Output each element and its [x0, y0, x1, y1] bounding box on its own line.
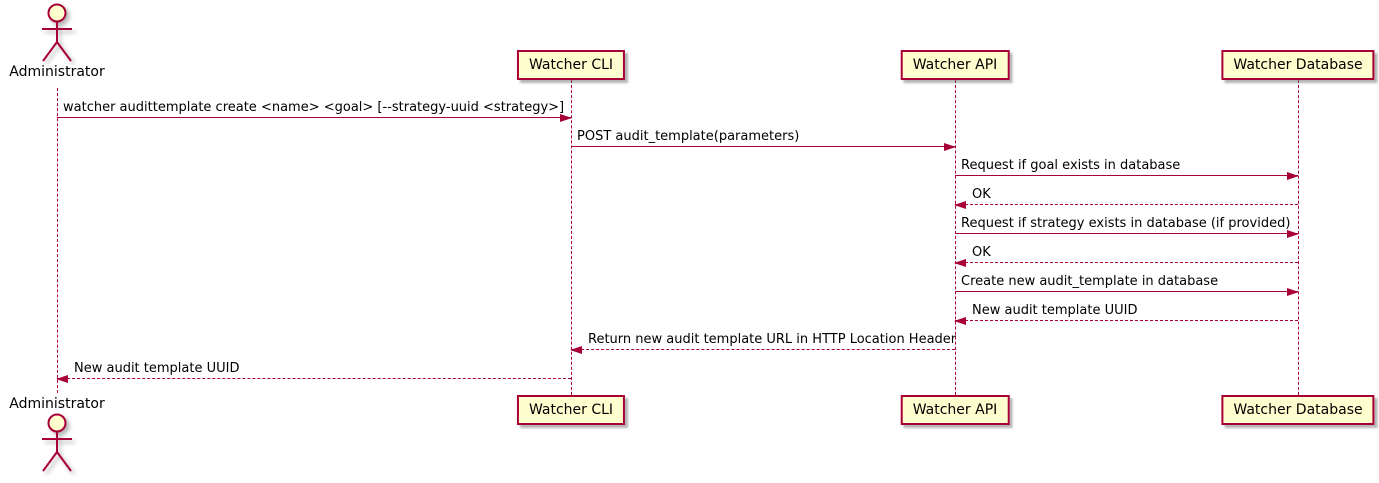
arrowhead-right-icon [1287, 288, 1299, 296]
participant-watcher-api-bottom: Watcher API [900, 395, 1010, 425]
message-label: Create new audit_template in database [961, 274, 1219, 289]
message-post-audit-template: POST audit_template(parameters) [571, 125, 956, 151]
actor-administrator-bottom: Administrator [9, 396, 105, 474]
actor-label: Administrator [9, 64, 105, 80]
actor-icon [42, 413, 72, 472]
participant-watcher-cli-top: Watcher CLI [516, 50, 626, 80]
message-line [571, 146, 955, 147]
arrowhead-left-icon [954, 201, 966, 209]
message-label: POST audit_template(parameters) [577, 129, 800, 144]
arrowhead-right-icon [1287, 172, 1299, 180]
arrowhead-right-icon [560, 114, 572, 122]
message-label: New audit template UUID [972, 303, 1138, 318]
message-line [955, 262, 1298, 263]
arrowhead-left-icon [954, 317, 966, 325]
actor-administrator-top: Administrator [9, 2, 105, 80]
participant-watcher-database-bottom: Watcher Database [1221, 395, 1375, 425]
lifeline-watcher-api [955, 80, 956, 395]
message-new-audit-template-uuid-admin: New audit template UUID [56, 357, 571, 383]
message-line [955, 291, 1298, 292]
lifeline-watcher-cli [571, 80, 572, 395]
actor-label: Administrator [9, 396, 105, 412]
message-label: Return new audit template URL in HTTP Lo… [588, 332, 957, 347]
message-line [955, 175, 1298, 176]
message-request-goal-exists: Request if goal exists in database [955, 154, 1299, 180]
message-line [955, 204, 1298, 205]
message-ok-goal: OK [954, 183, 1298, 209]
arrowhead-left-icon [954, 259, 966, 267]
message-ok-strategy: OK [954, 241, 1298, 267]
participant-watcher-cli-bottom: Watcher CLI [516, 395, 626, 425]
message-create-audittemplate: watcher audittemplate create <name> <goa… [57, 96, 572, 122]
message-label: OK [972, 187, 991, 202]
message-line [57, 378, 571, 379]
message-label: Request if goal exists in database [961, 158, 1181, 173]
participant-watcher-api-top: Watcher API [900, 50, 1010, 80]
message-request-strategy-exists: Request if strategy exists in database (… [955, 212, 1299, 238]
message-line [955, 320, 1298, 321]
actor-icon [42, 3, 72, 62]
message-return-url-location-header: Return new audit template URL in HTTP Lo… [570, 328, 957, 354]
message-label: watcher audittemplate create <name> <goa… [63, 100, 565, 115]
arrowhead-left-icon [56, 375, 68, 383]
message-label: OK [972, 245, 991, 260]
lifeline-administrator [57, 88, 58, 393]
message-line [57, 117, 571, 118]
arrowhead-left-icon [570, 346, 582, 354]
message-new-audit-template-uuid-db: New audit template UUID [954, 299, 1298, 325]
message-create-new-audit-template: Create new audit_template in database [955, 270, 1299, 296]
participant-watcher-database-top: Watcher Database [1221, 50, 1375, 80]
message-label: Request if strategy exists in database (… [961, 216, 1291, 231]
message-label: New audit template UUID [74, 361, 240, 376]
arrowhead-right-icon [1287, 230, 1299, 238]
message-line [955, 233, 1298, 234]
arrowhead-right-icon [944, 143, 956, 151]
message-line [571, 349, 955, 350]
